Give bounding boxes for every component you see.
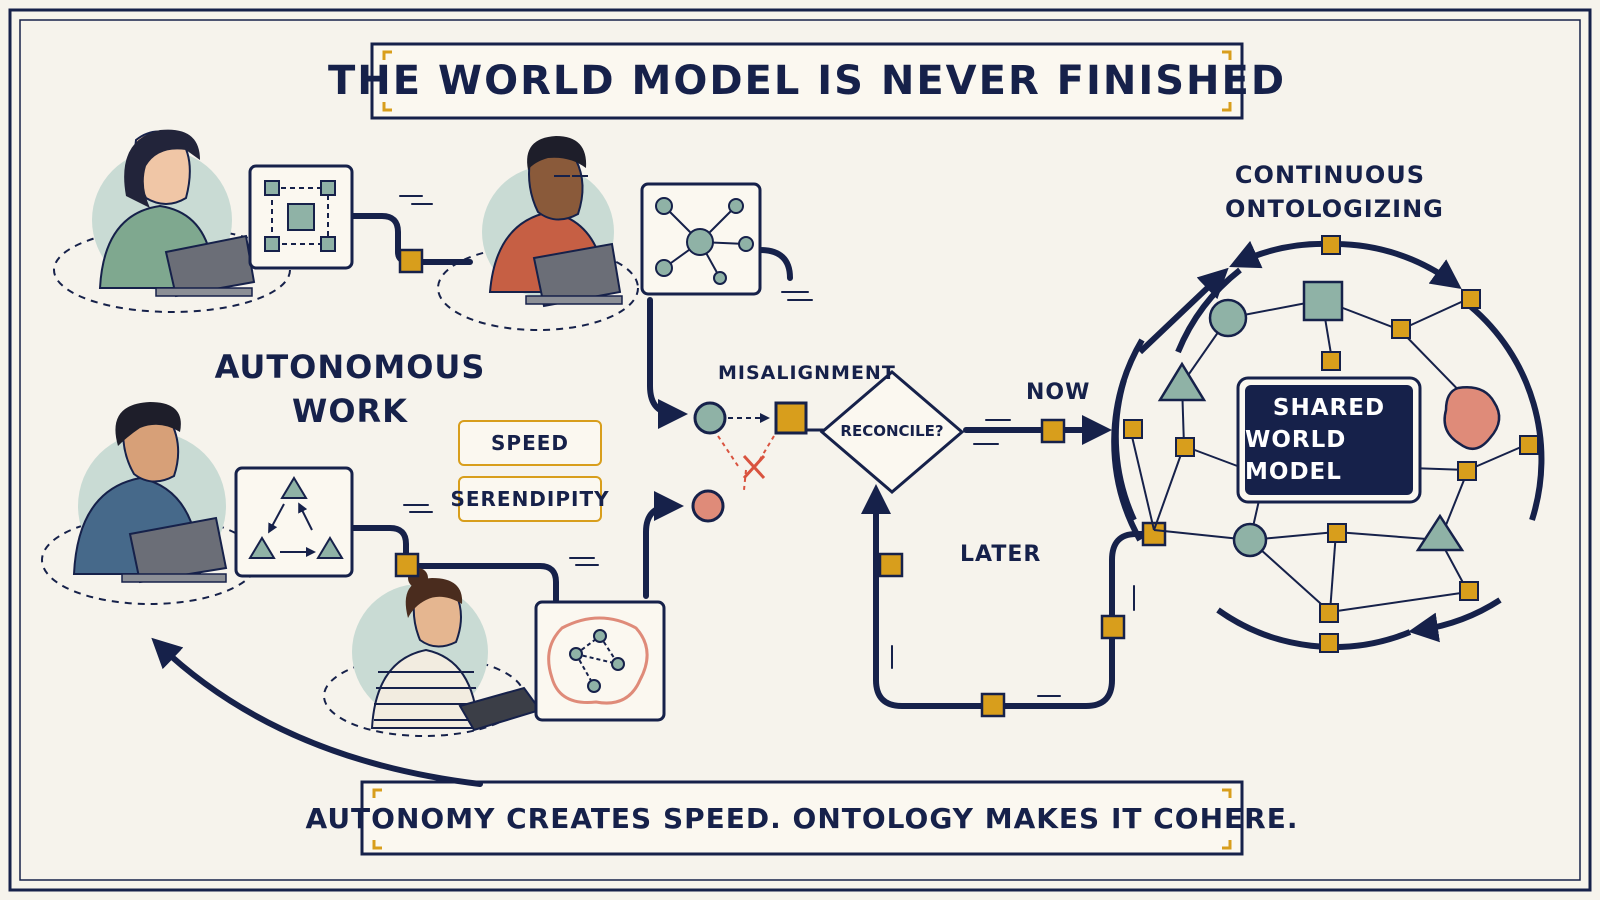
decision-diamond-icon bbox=[819, 370, 965, 494]
shared-model-line-1: SHARED bbox=[1272, 395, 1386, 421]
page-title: THE WORLD MODEL IS NEVER FINISHED bbox=[327, 58, 1287, 104]
shared-model-line-2: WORLD MODEL bbox=[1245, 427, 1347, 485]
person-blue-hoodie-laptop-icon bbox=[41, 402, 259, 605]
now-label: NOW bbox=[1026, 380, 1091, 405]
inner-frame bbox=[19, 19, 1581, 881]
autonomous-work-line-1: AUTONOMOUS bbox=[214, 348, 486, 386]
person-orange-shirt-laptop-icon bbox=[437, 136, 639, 331]
outer-frame bbox=[8, 8, 1592, 892]
person-green-shirt-laptop-icon bbox=[53, 129, 291, 313]
autonomous-work-label: AUTONOMOUS WORK bbox=[200, 345, 500, 433]
shared-world-model-network bbox=[1111, 235, 1545, 653]
later-label: LATER bbox=[960, 542, 1042, 567]
hub-network-card-icon bbox=[640, 182, 762, 296]
misalignment-nodes bbox=[691, 401, 836, 523]
title-box bbox=[370, 42, 1244, 120]
continuous-ontologizing-label: CONTINUOUS ONTOLOGIZING bbox=[1225, 158, 1444, 226]
triangle-cycle-card-icon bbox=[234, 466, 354, 578]
person-striped-sweater-tablet-icon bbox=[323, 568, 542, 737]
blob-network-card-icon bbox=[534, 600, 666, 722]
misalignment-label: MISALIGNMENT bbox=[718, 362, 896, 384]
speed-tag: SPEED bbox=[458, 420, 602, 466]
continuous-line-1: CONTINUOUS bbox=[1234, 161, 1426, 189]
footer-box bbox=[360, 780, 1244, 856]
autonomous-work-line-2: WORK bbox=[292, 392, 408, 430]
motion-dashes bbox=[399, 195, 1135, 697]
shared-world-model-label: SHARED WORLD MODEL bbox=[1245, 386, 1413, 494]
reconcile-label: RECONCILE? bbox=[840, 422, 944, 440]
square-network-card-icon bbox=[248, 164, 354, 270]
footer-tagline: AUTONOMY CREATES SPEED. ONTOLOGY MAKES I… bbox=[305, 801, 1299, 835]
continuous-line-2: ONTOLOGIZING bbox=[1225, 195, 1444, 223]
connector-squares bbox=[394, 248, 1167, 718]
serendipity-tag: SERENDIPITY bbox=[450, 476, 609, 522]
